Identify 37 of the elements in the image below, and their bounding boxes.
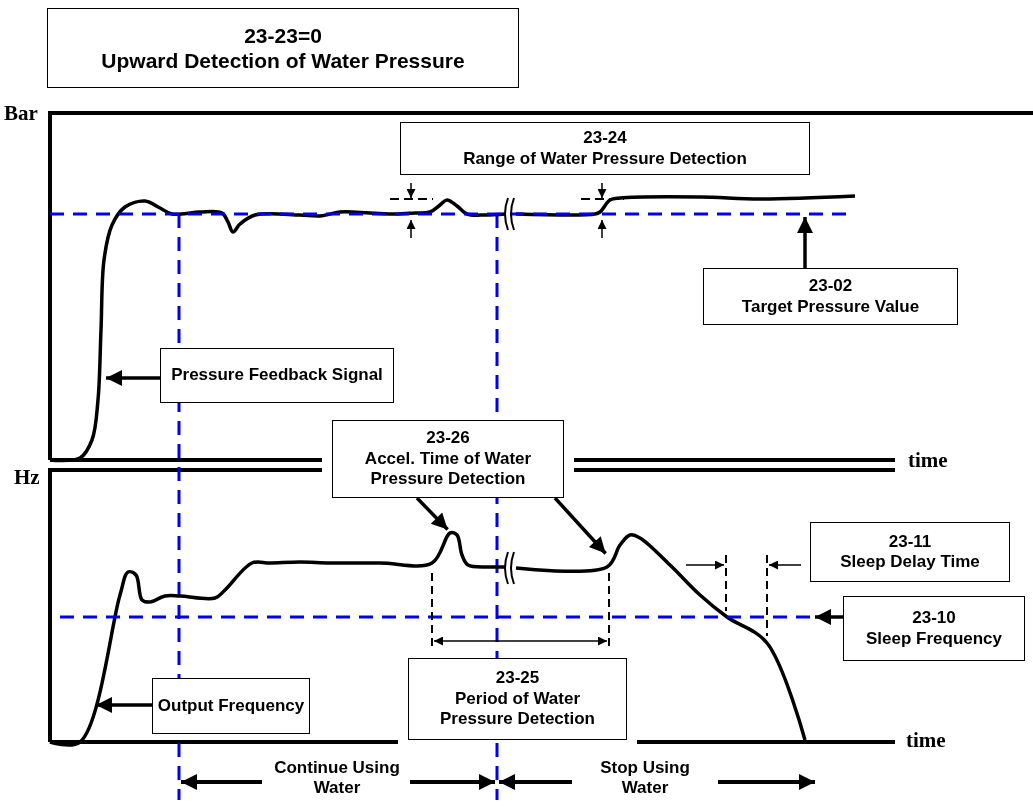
axis-label: time (906, 728, 946, 753)
title-code: 23-23=0 (244, 22, 322, 48)
callout-text: Target Pressure Value (741, 296, 920, 317)
parameter-code: 23-02 (808, 276, 853, 297)
axis-label: Bar (4, 101, 38, 126)
leader-arrow (106, 370, 160, 386)
callout-box (843, 596, 1025, 661)
callout-box (408, 658, 627, 740)
parameter-code: 23-10 (912, 608, 956, 629)
callout-box (810, 522, 1010, 582)
parameter-code: 23-26 (426, 428, 470, 449)
axis-label: time (908, 448, 948, 473)
callout-text: Sleep Delay Time (840, 552, 980, 573)
title-text: Upward Detection of Water Pressure (101, 48, 465, 74)
callout-box (332, 420, 564, 498)
leader-arrow (553, 496, 607, 555)
parameter-code: 23-11 (888, 531, 932, 552)
callout-box (160, 348, 394, 403)
leader-arrow (815, 609, 843, 625)
leader-arrow (797, 217, 813, 268)
leader-arrow (96, 697, 152, 713)
callout-text: Period of Water Pressure Detection (439, 688, 596, 730)
axis-label: Hz (14, 465, 40, 490)
parameter-code: 23-25 (495, 668, 540, 689)
callout-text: Sleep Frequency (865, 628, 1003, 649)
callout-text: Accel. Time of Water Pressure Detection (363, 448, 533, 490)
callout-box (152, 678, 310, 734)
callout-box (400, 122, 810, 175)
leader-arrow (415, 496, 449, 531)
callout-box (703, 268, 958, 325)
title-box (47, 8, 519, 88)
phase-label: Stop Using Water (599, 758, 691, 799)
callout-text: Range of Water Pressure Detection (463, 148, 747, 169)
callout-text: Pressure Feedback Signal (171, 365, 383, 386)
callout-text: Output Frequency (157, 695, 305, 717)
parameter-code: 23-24 (583, 128, 627, 149)
phase-label: Continue Using Water (273, 758, 401, 799)
